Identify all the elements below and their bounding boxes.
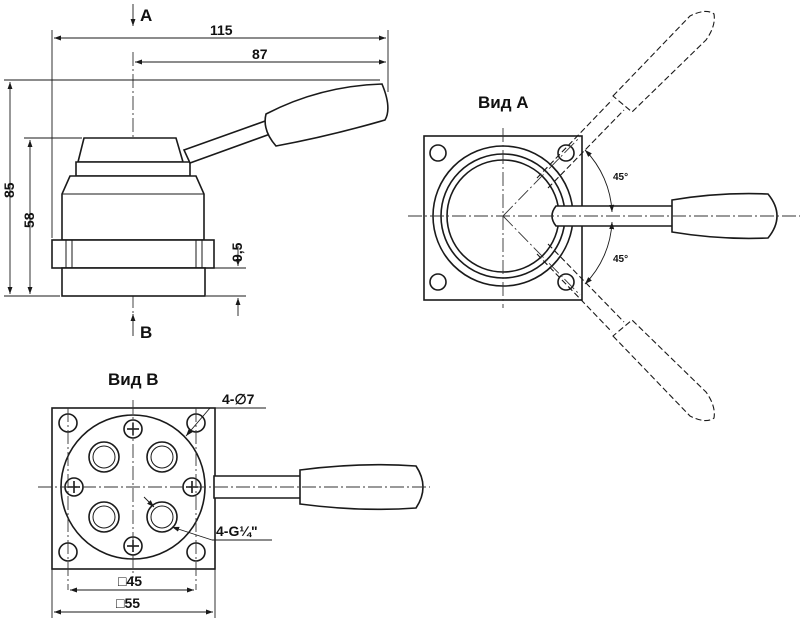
- view-a: Вид А 45° 45°: [408, 10, 800, 422]
- view-a-angle-lower: 45°: [613, 254, 628, 265]
- front-view: A B 115 87 85 58 9,5: [1, 4, 389, 342]
- front-flange: [51, 239, 215, 269]
- front-body: [61, 175, 205, 241]
- front-lever-handle: [264, 83, 389, 147]
- view-b-arrow-label: B: [140, 323, 152, 342]
- view-b-port-bl: [88, 501, 120, 533]
- view-b: Вид В: [38, 370, 430, 618]
- view-b-port-tl: [88, 441, 120, 473]
- view-b-holes-label: 4-∅7: [222, 391, 255, 407]
- view-b-holes-leader: [185, 407, 211, 437]
- view-a-hole-tl: [429, 144, 447, 162]
- front-cap-collar: [75, 161, 191, 177]
- dim-base-height: 9,5: [229, 242, 245, 262]
- dim-total-height: 85: [1, 182, 17, 198]
- view-a-hole-tr: [557, 144, 575, 162]
- view-a-hole-br: [557, 273, 575, 291]
- view-a-angle-arc-upper: [584, 149, 615, 213]
- dim-total-width: 115: [210, 22, 233, 38]
- view-a-title: Вид А: [478, 93, 529, 112]
- dim-flange-square: □55: [116, 595, 140, 611]
- view-a-angle-arc-lower: [584, 221, 615, 285]
- view-a-angle-upper: 45°: [613, 172, 628, 183]
- view-b-ports-label: 4-G¼": [216, 523, 258, 539]
- front-base: [61, 267, 206, 297]
- view-b-port-tr: [146, 441, 178, 473]
- dim-bolt-square: □45: [118, 573, 142, 589]
- front-lever-rod: [182, 118, 275, 165]
- view-b-ports-leader: [171, 526, 213, 541]
- dim-handle-reach: 87: [252, 46, 268, 62]
- dim-body-height: 58: [21, 212, 37, 228]
- view-b-port-br: [146, 501, 178, 533]
- view-a-arrow-label: A: [140, 6, 152, 25]
- view-b-title: Вид В: [108, 370, 159, 389]
- view-a-hole-bl: [429, 273, 447, 291]
- view-a-lever-phantom-upper: [536, 10, 715, 189]
- front-cap: [76, 137, 185, 163]
- view-b-lever-handle: [299, 463, 424, 511]
